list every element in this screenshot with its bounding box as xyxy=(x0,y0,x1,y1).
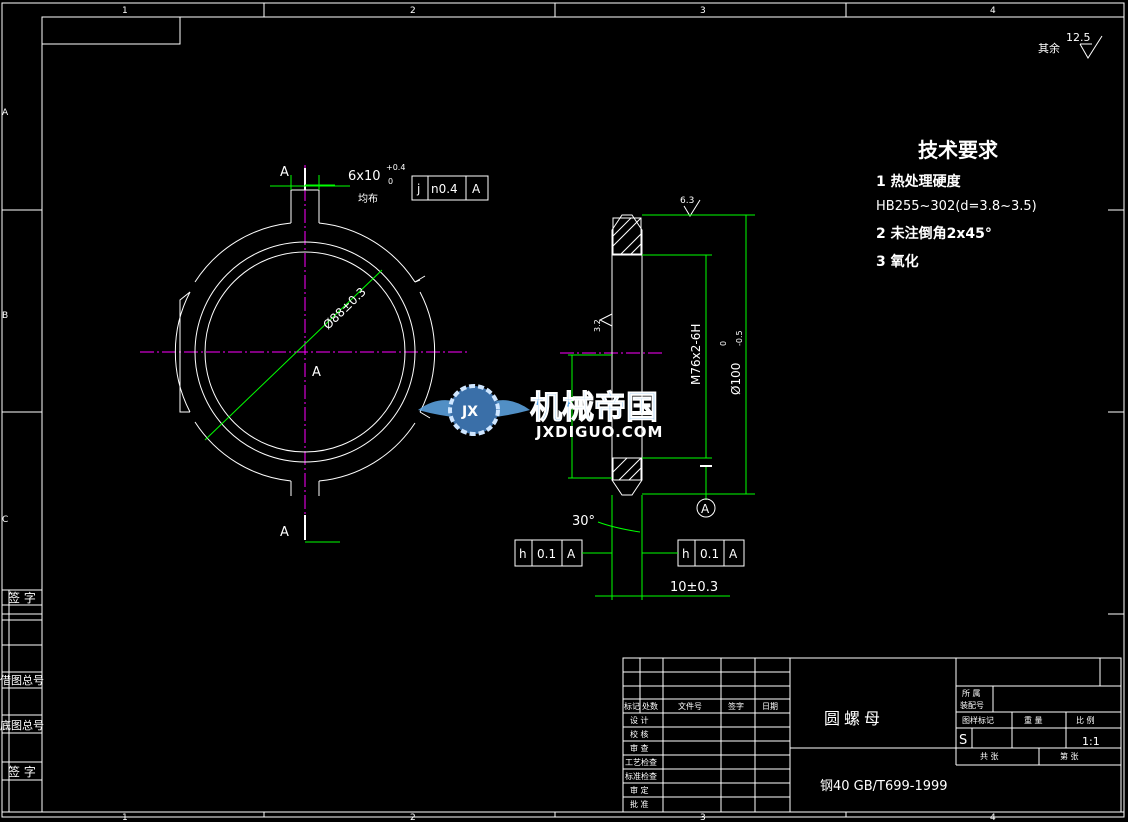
side-hatch-bottom xyxy=(612,457,642,481)
tb-row-process: 工艺检查 xyxy=(625,757,657,767)
tb-material: 钢40 GB/T699-1999 xyxy=(820,779,948,794)
fcf-left-datum: A xyxy=(567,547,576,561)
watermark-logo: JX 机械帝国 JXDIGUO.COM xyxy=(418,384,663,441)
front-diameter-line xyxy=(204,269,383,441)
zone-col-1-bottom: 1 xyxy=(122,813,128,822)
zone-col-4: 4 xyxy=(990,6,996,16)
section-label-top: A xyxy=(280,165,289,180)
front-slotted-ring xyxy=(174,189,436,496)
outer-dim: Ø100 xyxy=(729,363,743,395)
hatch-lines-bottom xyxy=(612,457,642,481)
tb-weight: 重 量 xyxy=(1024,715,1043,725)
tb-header-sign: 签字 xyxy=(728,701,744,711)
zone-row-c: C xyxy=(2,515,8,525)
tech-req-item-1b: HB255~302(d=3.8~3.5) xyxy=(876,199,1037,214)
front-diameter-dim: Ø88±0.3 xyxy=(320,285,368,332)
corner-box xyxy=(41,16,181,45)
thread-dim: M76x2-6H xyxy=(689,324,703,385)
datum-label: A xyxy=(701,502,710,516)
tb-part-name: 圆螺母 xyxy=(824,709,884,728)
fcf-left-tol: 0.1 xyxy=(537,547,556,561)
logo-badge: JX xyxy=(461,404,478,420)
tb-row-design: 设 计 xyxy=(630,715,649,725)
outer-tol-lower: -0.5 xyxy=(735,330,744,346)
tb-row-standard: 标准检查 xyxy=(625,771,657,781)
front-thread-circle xyxy=(194,241,416,463)
fcf-right-symbol: h xyxy=(682,547,690,561)
tb-sheet-no: 第 张 xyxy=(1060,751,1079,761)
datum-circle xyxy=(696,498,716,518)
angle-label: 30° xyxy=(572,514,595,529)
zone-ticks xyxy=(2,3,1124,817)
drawing-frame xyxy=(41,16,1125,813)
left-strip-sign-1: 签 字 xyxy=(8,590,36,605)
tb-stage-mark: S xyxy=(959,733,967,748)
slot-fcf-symbol: j xyxy=(416,182,420,196)
side-view: 6.3 3.2 Ø100 0 -0.5 M76x2-6H A 30° h 0.1… xyxy=(514,196,755,600)
roughness-side-face: 3.2 xyxy=(593,319,602,332)
tb-header-date: 日期 xyxy=(762,702,778,711)
zone-col-4-bottom: 4 xyxy=(990,813,996,822)
front-view: Ø88±0.3 A A A 6x10 +0.4 0 均布 j n0.4 A xyxy=(140,163,489,543)
zone-row-b: B xyxy=(2,311,8,321)
tech-req-item-2: 2 未注倒角2x45° xyxy=(876,225,992,242)
left-strip-borrow: 借图总号 xyxy=(0,673,44,687)
tb-row-review: 审 查 xyxy=(630,743,649,753)
roughness-symbol xyxy=(1079,35,1103,59)
zone-col-3: 3 xyxy=(700,6,706,16)
zone-col-3-bottom: 3 xyxy=(700,813,706,822)
gear-icon xyxy=(448,384,500,436)
fcf-left-symbol: h xyxy=(519,547,527,561)
left-strip xyxy=(1,589,43,813)
zone-col-2: 2 xyxy=(410,6,416,16)
slot-dim: 6x10 xyxy=(348,169,381,184)
roughness-top-symbol xyxy=(683,199,701,217)
side-outline xyxy=(611,214,643,496)
tb-scale-label: 比 例 xyxy=(1076,715,1095,725)
tb-header-file: 文件号 xyxy=(678,701,702,711)
roughness-default-label: 其余 xyxy=(1038,41,1060,55)
tb-row-approve-2: 批 准 xyxy=(630,799,649,809)
outer-tol-upper: 0 xyxy=(719,341,728,346)
tech-req-title: 技术要求 xyxy=(918,138,999,162)
logo-name: 机械帝国 xyxy=(530,388,658,426)
slot-fcf-datum: A xyxy=(472,182,481,196)
zone-col-1: 1 xyxy=(122,6,128,16)
section-label-bottom: A xyxy=(280,525,289,540)
roughness-top-face: 6.3 xyxy=(680,196,694,206)
fcf-right-datum: A xyxy=(729,547,738,561)
tb-header-mark: 标记 xyxy=(624,701,640,711)
tech-req-item-1: 1 热处理硬度 xyxy=(876,173,962,190)
tb-header-count: 处数 xyxy=(642,701,658,711)
tb-drawing-mark: 图样标记 xyxy=(962,715,994,725)
front-center-label: A xyxy=(312,365,321,380)
tb-assembly-no: 装配号 xyxy=(960,700,984,710)
left-strip-sign-2: 签 字 xyxy=(8,764,36,779)
title-block xyxy=(622,657,1122,813)
tech-req-item-3: 3 氧化 xyxy=(876,253,919,270)
slot-fcf-tol: n0.4 xyxy=(431,182,458,196)
slot-note: 均布 xyxy=(358,193,378,205)
tb-row-approve-1: 审 定 xyxy=(630,785,649,795)
tb-sheets-total: 共 张 xyxy=(980,752,999,761)
slot-fcf xyxy=(411,175,489,201)
logo-url: JXDIGUO.COM xyxy=(535,423,663,441)
zone-col-2-bottom: 2 xyxy=(410,813,416,822)
angle-arc xyxy=(597,521,641,533)
hatch-lines-top xyxy=(612,217,642,255)
thickness-dim: 10±0.3 xyxy=(670,580,718,595)
slot-tol-upper: +0.4 xyxy=(386,163,405,172)
roughness-side-symbol xyxy=(598,313,613,327)
zone-row-a: A xyxy=(2,108,9,118)
left-strip-base: 底图总号 xyxy=(0,718,44,732)
roughness-default-value: 12.5 xyxy=(1066,31,1091,44)
tb-belongs: 所 属 xyxy=(962,688,981,698)
tb-row-check: 校 核 xyxy=(630,729,649,739)
fcf-right-tol: 0.1 xyxy=(700,547,719,561)
slot-tol-lower: 0 xyxy=(388,177,393,186)
tb-scale-value: 1:1 xyxy=(1082,735,1100,748)
front-inner-circle xyxy=(204,251,406,453)
